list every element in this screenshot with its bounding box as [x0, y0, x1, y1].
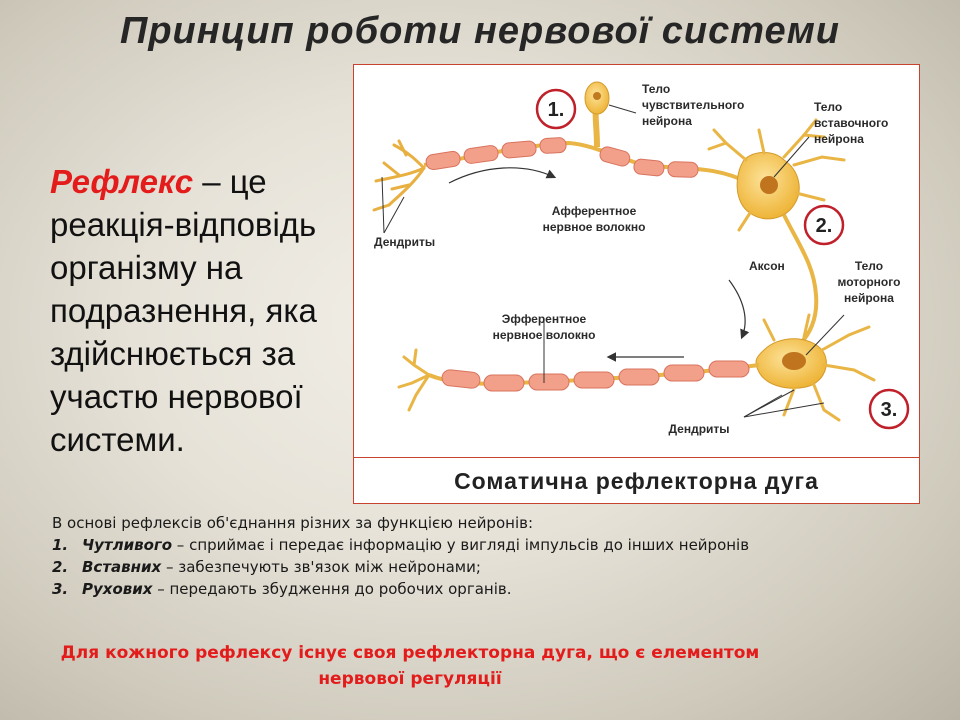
label-efferent-2: нервное волокно	[493, 328, 596, 342]
efferent-myelin	[441, 360, 750, 392]
list-item: 2. Вставних – забезпечують зв'язок між не…	[52, 556, 752, 578]
interneuron-dendrites	[707, 118, 846, 232]
label-efferent-1: Эфферентное	[502, 312, 587, 326]
reflex-basis: В основі рефлексів об'єднання різних за …	[52, 512, 752, 600]
axon-arrow	[728, 279, 750, 340]
left-dendrites	[372, 139, 426, 212]
label-sensory-body-2: чувствительного	[642, 98, 744, 112]
item-number: 1.	[52, 536, 69, 554]
label-afferent-2: нервное волокно	[543, 220, 646, 234]
reflex-definition: Рефлекс – це реакція-відповідь організму…	[50, 160, 340, 461]
neuron-types-list: 1. Чутливого – сприймає і передає інформа…	[52, 534, 752, 600]
list-item: 1. Чутливого – сприймає і передає інформа…	[52, 534, 752, 556]
leader-lines	[381, 104, 845, 418]
label-motor-body-3: нейрона	[844, 291, 894, 305]
afferent-arrow	[448, 167, 557, 184]
label-afferent-1: Афферентное	[552, 204, 637, 218]
page-title: Принцип роботи нервової системи	[119, 10, 841, 52]
definition-text: – це реакція-відповідь організму на подр…	[50, 163, 317, 458]
axon	[782, 214, 819, 347]
definition-term: Рефлекс	[50, 163, 194, 200]
label-motor-body-1: Тело	[855, 259, 883, 273]
afferent-myelin	[425, 137, 699, 178]
step-1-number: 1.	[548, 99, 565, 121]
item-text: – сприймає і передає інформацію у вигляд…	[172, 536, 750, 554]
figure-caption: Соматична рефлекторна дуга	[354, 457, 919, 504]
item-number: 2.	[52, 558, 69, 576]
item-text: – передають збудження до робочих органів…	[152, 580, 512, 598]
item-term: Чутливого	[82, 536, 173, 554]
label-inter-body-3: нейрона	[814, 132, 864, 146]
step-2-badge: 2.	[803, 204, 845, 246]
item-number: 3.	[52, 580, 69, 598]
step-3-badge: 3.	[868, 388, 910, 430]
label-motor-body-2: моторного	[838, 275, 901, 289]
label-inter-body-2: вставочного	[814, 116, 888, 130]
reflex-arc-figure: 1. 2. 3. Тело чувствительного нейрона Те…	[353, 64, 920, 504]
efferent-terminal	[397, 348, 431, 412]
reflex-arc-diagram: 1. 2. 3. Тело чувствительного нейрона Те…	[372, 81, 910, 436]
label-dendrites-bottom: Дендриты	[668, 422, 729, 436]
label-dendrites-left: Дендриты	[374, 235, 435, 249]
item-text: – забезпечують зв'язок між нейронами;	[161, 558, 481, 576]
step-1-badge: 1.	[535, 88, 577, 130]
list-item: 3. Рухових – передають збудження до робоч…	[52, 578, 752, 600]
label-axon: Аксон	[749, 259, 785, 273]
label-sensory-body-1: Тело	[642, 82, 670, 96]
step-3-number: 3.	[881, 399, 898, 421]
item-term: Рухових	[82, 580, 153, 598]
label-sensory-body-3: нейрона	[642, 114, 692, 128]
motor-dendrites	[762, 313, 876, 422]
step-2-number: 2.	[816, 215, 833, 237]
item-term: Вставних	[82, 558, 162, 576]
basis-intro: В основі рефлексів об'єднання різних за …	[52, 514, 534, 532]
label-inter-body-1: Тело	[814, 100, 842, 114]
conclusion-text: Для кожного рефлексу існує своя рефлекто…	[60, 643, 760, 689]
